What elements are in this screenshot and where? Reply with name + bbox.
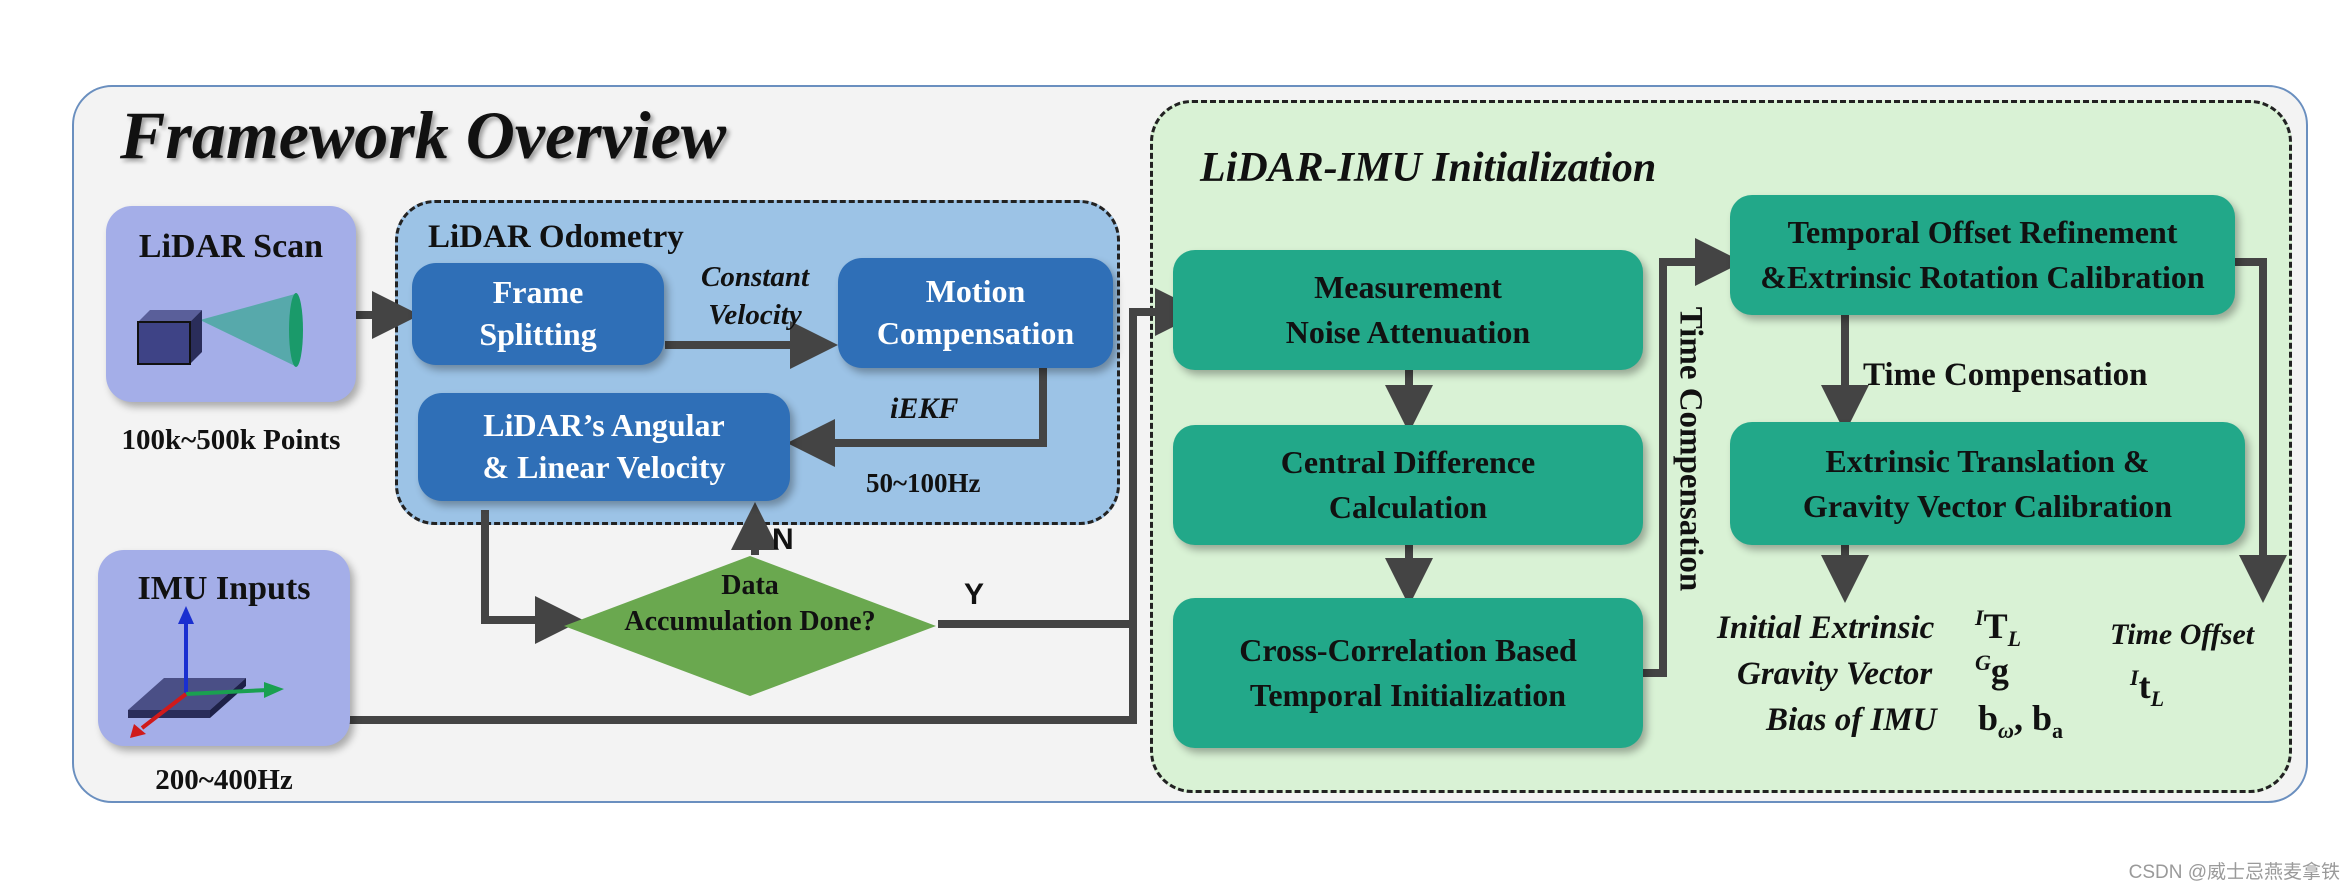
imu-inputs-label: IMU Inputs: [137, 570, 311, 607]
lidar-scan-rate: 100k~500k Points: [121, 424, 341, 456]
constant-velocity-label: Constant Velocity: [701, 261, 809, 331]
time-compensation-vertical-label: Time Compensation: [1672, 306, 1709, 592]
imu-inputs-rate: 200~400Hz: [155, 764, 293, 796]
time-offset-symbol: ItL: [2130, 665, 2165, 712]
gravity-vector-label: Gravity Vector: [1737, 656, 1933, 692]
frame-splitting-box: Frame Splitting: [412, 263, 664, 365]
initial-extrinsic-label: Initial Extrinsic: [1717, 610, 1935, 646]
time-offset-label: Time Offset: [2110, 618, 2255, 651]
lidar-sensor-icon: [137, 293, 303, 367]
initial-extrinsic-symbol: ITL: [1975, 605, 2022, 652]
lidar-odometry-title: LiDAR Odometry: [428, 219, 684, 255]
extrinsic-translation-box: Extrinsic Translation & Gravity Vector C…: [1730, 422, 2245, 545]
data-accumulation-label: Data Accumulation Done?: [624, 570, 876, 638]
initialization-title: LiDAR-IMU Initialization: [1200, 145, 1657, 191]
motion-compensation-box: Motion Compensation: [838, 258, 1113, 368]
lidar-scan-box: [106, 206, 356, 402]
noise-attenuation-box: Measurement Noise Attenuation: [1173, 250, 1643, 370]
time-compensation-label: Time Compensation: [1863, 357, 2148, 393]
decision-yes-label: Y: [964, 578, 985, 611]
temporal-refinement-box: Temporal Offset Refinement &Extrinsic Ro…: [1730, 195, 2235, 315]
odometry-rate-label: 50~100Hz: [866, 468, 981, 498]
bias-imu-label: Bias of IMU: [1766, 702, 1937, 738]
cross-correlation-box: Cross-Correlation Based Temporal Initial…: [1173, 598, 1643, 748]
central-difference-box: Central Difference Calculation: [1173, 425, 1643, 545]
imu-axes-icon: [128, 606, 284, 738]
page-title: Framework Overview: [120, 97, 727, 173]
iekf-label: iEKF: [890, 392, 959, 425]
lidar-velocity-box: LiDAR’s Angular & Linear Velocity: [418, 393, 790, 501]
decision-no-label: N: [772, 523, 794, 556]
bias-imu-symbol: bω, ba: [1978, 698, 2063, 744]
gravity-vector-symbol: Gg: [1975, 650, 2009, 691]
data-accumulation-diamond: [564, 556, 936, 696]
lidar-scan-label: LiDAR Scan: [138, 228, 324, 265]
watermark-text: CSDN @威士忌燕麦拿铁: [2128, 862, 2340, 883]
